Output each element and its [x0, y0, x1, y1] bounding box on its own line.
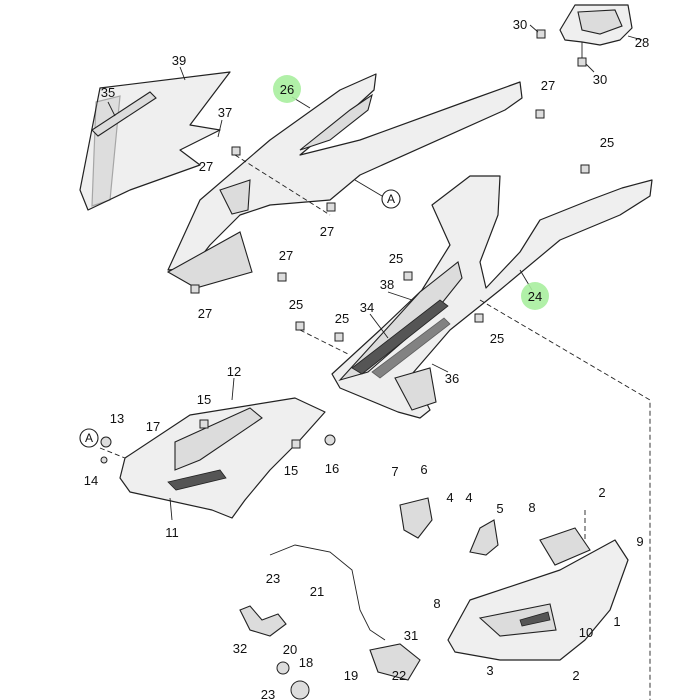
callout-label: 12 — [227, 364, 241, 379]
part-1-lower-cowl — [447, 539, 629, 661]
callout-label: 1 — [613, 614, 620, 629]
callout-label: 37 — [218, 105, 232, 120]
fastener-16 — [324, 434, 336, 446]
callout-label: 27 — [320, 224, 334, 239]
part-31-bracket — [369, 643, 421, 681]
fastener-30-bottom — [577, 57, 595, 73]
callout-label: 20 — [283, 642, 297, 657]
callout-label: 2 — [572, 668, 579, 683]
callout-label: 27 — [198, 306, 212, 321]
callout-label: 11 — [165, 525, 179, 540]
callout-label: 2 — [598, 485, 605, 500]
part-20-cap — [276, 661, 290, 675]
callout-label: 27 — [279, 248, 293, 263]
callout-label: 3 — [486, 663, 493, 678]
callout-label: 22 — [392, 668, 406, 683]
callout-label: 15 — [284, 463, 298, 478]
callout-label: 21 — [310, 584, 324, 599]
callout-label: 10 — [579, 625, 593, 640]
callout-label: 25 — [600, 135, 614, 150]
part-26-upper-cowl — [166, 73, 545, 294]
ref-letter: A — [85, 431, 93, 445]
part-18-grommet — [290, 680, 310, 700]
fastener-13 — [100, 436, 112, 448]
part-21-stay-rod — [269, 544, 386, 641]
callout-label: 6 — [420, 462, 427, 477]
callout-label: 8 — [528, 500, 535, 515]
fastener-30-top — [529, 24, 546, 39]
callout-label: 23 — [261, 687, 275, 700]
callout-label: 25 — [335, 311, 349, 326]
callout-label: 9 — [636, 534, 643, 549]
reference-a-lower: A — [79, 428, 99, 448]
callout-label: 16 — [325, 461, 339, 476]
leader-11 — [169, 497, 173, 521]
reference-a-upper: A — [381, 189, 401, 209]
callout-label: 31 — [404, 628, 418, 643]
leader-38 — [387, 291, 413, 301]
callout-label: 4 — [446, 490, 453, 505]
callout-label: 25 — [389, 251, 403, 266]
callout-label: 8 — [433, 596, 440, 611]
leader-37 — [217, 119, 223, 138]
callout-label: 32 — [233, 641, 247, 656]
ref-letter: A — [387, 192, 395, 206]
leader-36 — [431, 363, 449, 373]
callout-label: 30 — [593, 72, 607, 87]
part-32-bracket — [239, 605, 287, 637]
callout-label: 34 — [360, 300, 374, 315]
callout-label: 38 — [380, 277, 394, 292]
part-28-bracket — [559, 4, 643, 58]
dash-guide-2 — [479, 299, 651, 700]
callout-label: 25 — [289, 297, 303, 312]
leader-39 — [179, 66, 186, 81]
dash-guide-1 — [299, 329, 351, 356]
callout-label: 19 — [344, 668, 358, 683]
part-24-side-cowl — [295, 164, 653, 419]
part-35-emblem — [91, 91, 157, 137]
callout-labels: 30 28 30 39 35 37 26 27 27 27 27 27 25 2… — [84, 17, 649, 700]
callout-label: 23 — [266, 571, 280, 586]
callout-label: 24 — [528, 289, 542, 304]
callout-label: 36 — [445, 371, 459, 386]
callout-label: 7 — [391, 464, 398, 479]
callout-label: 27 — [541, 78, 555, 93]
callout-label: 26 — [280, 82, 294, 97]
callout-label: 17 — [146, 419, 160, 434]
dash-guide-3 — [234, 154, 331, 216]
callout-label: 35 — [101, 85, 115, 100]
part-11-inner-panel — [119, 397, 326, 519]
callout-label: 13 — [110, 411, 124, 426]
highlight-24 — [521, 282, 549, 310]
leader-12 — [231, 377, 235, 401]
leader-to-ref-a-top — [354, 179, 383, 197]
part-5-bracket — [469, 519, 499, 556]
fastener-14 — [100, 456, 108, 464]
callout-label: 14 — [84, 473, 98, 488]
callout-label: 5 — [496, 501, 503, 516]
dash-guide-4 — [99, 447, 126, 459]
callout-label: 15 — [197, 392, 211, 407]
part-2-bracket — [539, 527, 591, 566]
highlight-26 — [273, 75, 301, 103]
callout-label: 30 — [513, 17, 527, 32]
callout-label: 28 — [635, 35, 649, 50]
callout-label: 25 — [490, 331, 504, 346]
callout-label: 4 — [465, 490, 472, 505]
callout-label: 39 — [172, 53, 186, 68]
callout-label: 27 — [199, 159, 213, 174]
leader-34 — [369, 313, 389, 339]
callout-label: 18 — [299, 655, 313, 670]
part-6-bracket — [399, 497, 433, 539]
